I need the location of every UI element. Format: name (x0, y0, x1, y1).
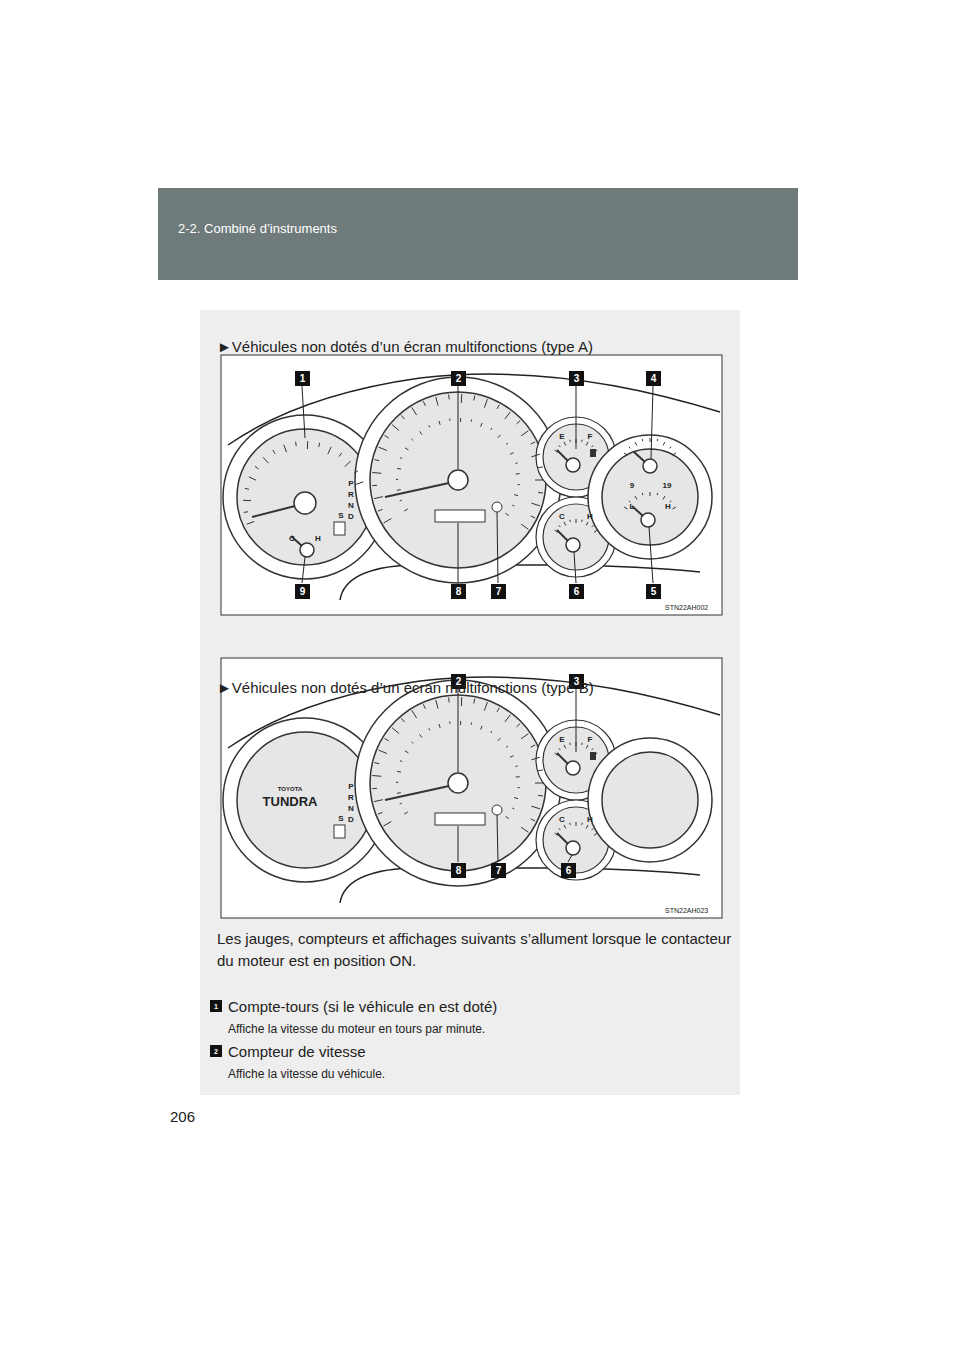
item-text: Affiche la vitesse du moteur en tours pa… (228, 1021, 485, 1038)
gauge-letter: P (348, 783, 353, 791)
callout-number: 5 (646, 584, 661, 599)
section-header: 2-2. Combiné d’instruments (178, 220, 337, 239)
callout-number: 6 (569, 584, 584, 599)
item-text: Affiche la vitesse du véhicule. (228, 1066, 385, 1083)
figure-heading: ►Véhicules non dotés d’un écran multifon… (217, 336, 593, 358)
logo-text: TUNDRA (263, 795, 318, 808)
gauge-letter: H (665, 503, 671, 511)
callout-number: 2 (210, 1045, 222, 1057)
gauge-letter: N (348, 502, 354, 510)
gauge-letter: H (587, 816, 593, 824)
item-title: Compteur de vitesse (228, 1041, 366, 1063)
logo-text: TOYOTA (278, 786, 302, 792)
callout-text: 1 (214, 1003, 218, 1010)
callout-text: 3 (574, 373, 580, 384)
header-band (158, 188, 798, 280)
callout-text: 2 (456, 373, 462, 384)
figure-heading: ►Véhicules non dotés d’un écran multifon… (217, 677, 594, 699)
gauge-letter: E (559, 736, 564, 744)
gauge-letter: E (559, 433, 564, 441)
gauge-letter: R (348, 794, 354, 802)
paragraph: Les jauges, compteurs et affichages suiv… (217, 928, 737, 972)
gauge-letter: N (348, 805, 354, 813)
callout-number: 7 (491, 863, 506, 878)
gauge-letter: 9 (630, 482, 634, 490)
figure-code: STN22AH023 (665, 906, 708, 916)
gauge-letter: 19 (663, 482, 672, 490)
callout-text: 7 (496, 865, 502, 876)
callout-text: 8 (456, 865, 462, 876)
gauge-letter: C (559, 816, 565, 824)
gauge-letter: D (348, 816, 354, 824)
gauge-letter: F (588, 736, 593, 744)
content-panel (200, 310, 740, 1095)
callout-number: 8 (451, 584, 466, 599)
callout-text: 1 (300, 373, 306, 384)
callout-number: 1 (210, 1000, 222, 1012)
gauge-letter: F (588, 433, 593, 441)
callout-number: 3 (569, 371, 584, 386)
callout-number: 8 (451, 863, 466, 878)
callout-number: 7 (491, 584, 506, 599)
cluster-figure (221, 658, 722, 918)
figure-code: STN22AH002 (665, 603, 708, 613)
callout-number: 4 (646, 371, 661, 386)
callout-text: 5 (651, 586, 657, 597)
callout-text: 9 (300, 586, 306, 597)
gauge-letter: P (348, 480, 353, 488)
item-title: Compte-tours (si le véhicule en est doté… (228, 996, 497, 1018)
callout-number: 6 (561, 863, 576, 878)
gauge-letter: H (587, 513, 593, 521)
gauge-letter: C (289, 535, 295, 543)
callout-text: 4 (651, 373, 657, 384)
gauge-letter: D (348, 513, 354, 521)
gauge-letter: L (630, 503, 635, 511)
callout-text: 2 (214, 1048, 218, 1055)
cluster-figure (221, 355, 722, 615)
page-number: 206 (170, 1106, 195, 1128)
gauge-letter: S (338, 512, 343, 520)
gauge-letter: C (559, 513, 565, 521)
callout-number: 1 (295, 371, 310, 386)
callout-text: 6 (574, 586, 580, 597)
gauge-letter: H (315, 535, 321, 543)
callout-number: 9 (295, 584, 310, 599)
callout-number: 2 (451, 371, 466, 386)
gauge-letter: R (348, 491, 354, 499)
gauge-letter: S (338, 815, 343, 823)
callout-text: 6 (566, 865, 572, 876)
callout-text: 8 (456, 586, 462, 597)
callout-text: 7 (496, 586, 502, 597)
